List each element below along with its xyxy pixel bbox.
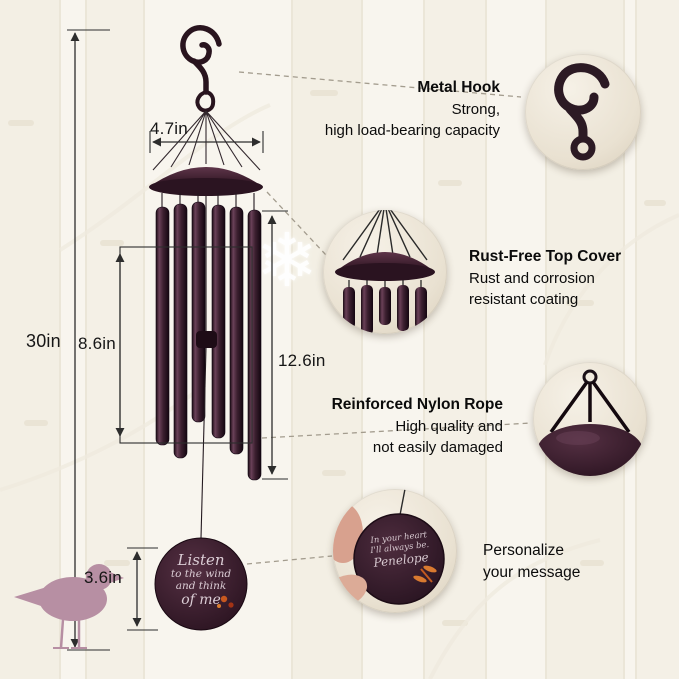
wind-catcher-line4: of me — [181, 592, 221, 608]
feature-metal-hook-title: Metal Hook — [417, 79, 500, 96]
tube-strings — [161, 193, 255, 332]
feature-top-cover-line2: resistant coating — [469, 290, 579, 308]
wind-catcher-line1: Listen — [177, 551, 225, 569]
snowflake-icon: ❄ — [256, 219, 319, 302]
clapper — [196, 331, 217, 539]
feature-nylon-rope: Reinforced Nylon Rope High quality and n… — [293, 394, 503, 458]
feature-nylon-rope-title: Reinforced Nylon Rope — [331, 396, 503, 413]
measure-longest-tube: 12.6in — [278, 351, 326, 370]
feature-personalize-line1: your message — [483, 563, 581, 581]
feature-metal-hook-line2: high load-bearing capacity — [324, 121, 500, 139]
feature-personalize-title: Personalize — [483, 542, 564, 559]
feature-top-cover-title: Rust-Free Top Cover — [469, 248, 622, 265]
wind-catcher-text: Listen to the wind and think of me — [155, 552, 247, 608]
measure-wind-catcher: 3.6in — [84, 568, 122, 587]
callout-cover-photo — [323, 210, 447, 334]
wind-catcher-line2: to the wind — [170, 568, 232, 580]
feature-metal-hook-line1: Strong, — [451, 100, 500, 118]
top-cover — [149, 167, 263, 196]
hook-closeup-icon — [554, 63, 610, 161]
measure-top-width: 4.7in — [150, 119, 188, 138]
feature-metal-hook: Metal Hook Strong, high load-bearing cap… — [288, 77, 500, 141]
wind-catcher-line3: and think — [175, 580, 227, 592]
callout-rope-photo — [533, 362, 647, 476]
measure-tube-length: 8.6in — [78, 334, 116, 353]
feature-top-cover-line1: Rust and corrosion — [469, 269, 595, 287]
chime-tubes — [155, 201, 262, 481]
measure-total-height: 30in — [26, 331, 61, 351]
cover-closeup-icon — [335, 210, 435, 334]
callout-pendant-photo: In your heart I'll always be. Penelope — [333, 489, 457, 613]
callout-hook-photo — [525, 54, 641, 170]
feature-personalize: Personalize your message — [483, 540, 653, 583]
s-hook — [180, 25, 222, 113]
feature-nylon-rope-line1: High quality and — [395, 417, 503, 435]
feature-nylon-rope-line2: not easily damaged — [372, 438, 503, 456]
feature-top-cover: Rust-Free Top Cover Rust and corrosion r… — [469, 246, 674, 310]
rope-closeup-icon — [537, 369, 643, 476]
